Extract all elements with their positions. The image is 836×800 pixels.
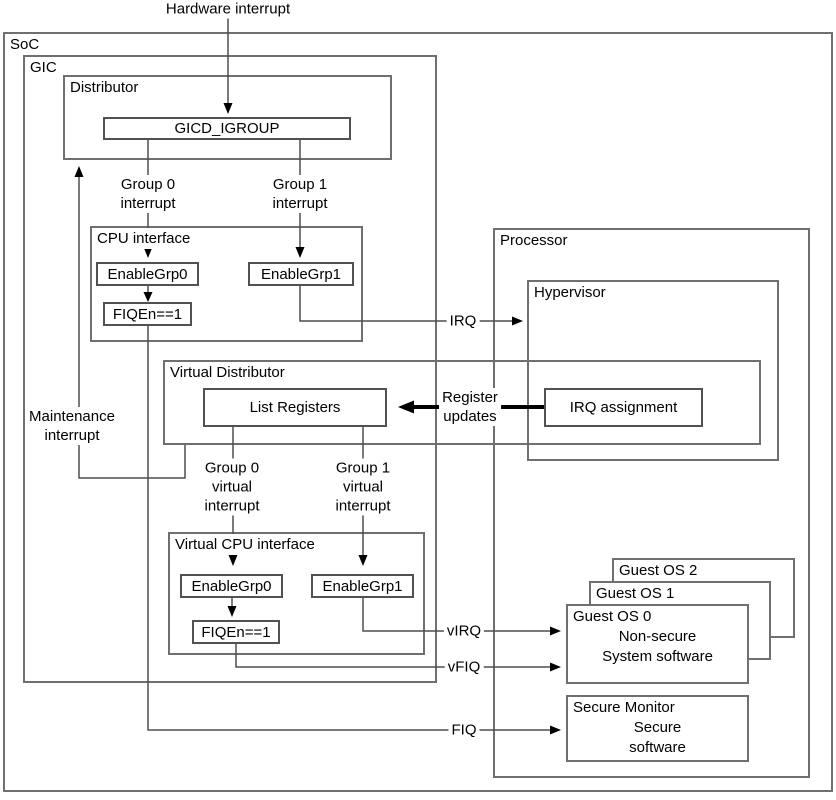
vcpu-fiqen-box: FIQEn==1 xyxy=(192,620,280,644)
distributor-label: Distributor xyxy=(70,79,139,96)
virq-label: vIRQ xyxy=(443,621,485,641)
guest-os-1-label: Guest OS 1 xyxy=(596,585,675,602)
guest-os-0-body: Non-secure System software xyxy=(602,628,713,665)
vcpu-enablegrp0-label: EnableGrp0 xyxy=(191,577,272,595)
cpu-enablegrp1-label: EnableGrp1 xyxy=(260,265,342,283)
irq-assignment-box: IRQ assignment xyxy=(544,388,703,427)
irq-assignment-label: IRQ assignment xyxy=(569,399,678,416)
group1-virtual-interrupt-label: Group 1 virtual interrupt xyxy=(332,458,394,516)
secure-monitor-box: Secure Monitor Secure software xyxy=(566,695,749,762)
gicd-igroup-box: GICD_IGROUP xyxy=(103,117,351,140)
vcpu-enablegrp1-box: EnableGrp1 xyxy=(311,574,414,598)
cpu-interface-label: CPU interface xyxy=(92,228,196,249)
group0-virtual-interrupt-label: Group 0 virtual interrupt xyxy=(201,458,263,516)
register-updates-label: Register updates xyxy=(439,388,501,426)
virtual-cpu-interface-label: Virtual CPU interface xyxy=(170,534,320,555)
hardware-interrupt-label: Hardware interrupt xyxy=(162,0,294,19)
maintenance-interrupt-label: Maintenance interrupt xyxy=(26,407,118,445)
guest-os-0-label: Guest OS 0 xyxy=(573,608,652,625)
guest-os-0-box: Guest OS 0 Non-secure System software xyxy=(566,604,749,684)
hypervisor-label: Hypervisor xyxy=(534,284,606,301)
guest-os-2-label: Guest OS 2 xyxy=(619,562,698,579)
vcpu-enablegrp1-label: EnableGrp1 xyxy=(322,577,403,595)
gic-label: GIC xyxy=(30,59,57,76)
vcpu-enablegrp0-box: EnableGrp0 xyxy=(180,574,283,598)
vfiq-label: vFIQ xyxy=(444,657,484,677)
gicd-igroup-label: GICD_IGROUP xyxy=(174,120,280,137)
cpu-fiqen-box: FIQEn==1 xyxy=(103,302,192,326)
fiq-label: FIQ xyxy=(448,720,480,740)
vcpu-fiqen-label: FIQEn==1 xyxy=(201,623,271,641)
cpu-enablegrp1-box: EnableGrp1 xyxy=(248,262,354,286)
irq-label: IRQ xyxy=(446,311,480,331)
cpu-enablegrp0-label: EnableGrp0 xyxy=(107,265,188,283)
secure-monitor-body: Secure software xyxy=(629,719,686,756)
group0-interrupt-label: Group 0 interrupt xyxy=(117,175,179,213)
list-registers-label: List Registers xyxy=(249,399,341,416)
group1-interrupt-label: Group 1 interrupt xyxy=(269,175,331,213)
secure-monitor-label: Secure Monitor xyxy=(573,699,675,716)
list-registers-box: List Registers xyxy=(203,388,387,427)
processor-label: Processor xyxy=(500,232,568,249)
soc-box: SoC xyxy=(3,32,833,792)
soc-label: SoC xyxy=(10,36,40,53)
virtual-distributor-label: Virtual Distributor xyxy=(170,364,285,381)
cpu-enablegrp0-box: EnableGrp0 xyxy=(96,262,199,286)
cpu-fiqen-label: FIQEn==1 xyxy=(112,305,183,323)
